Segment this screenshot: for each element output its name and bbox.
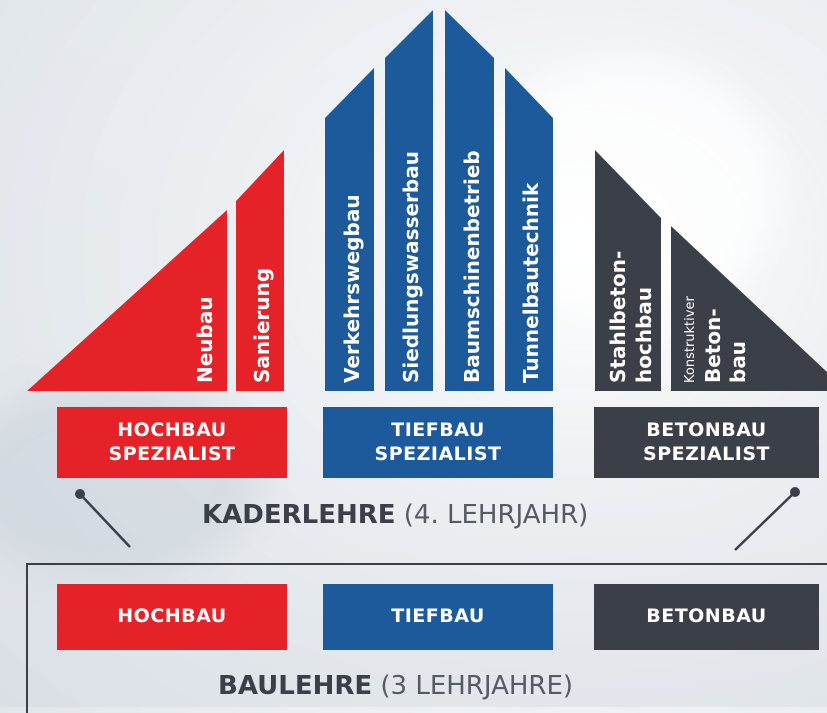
roof-segment-tunnelbautechnik	[505, 68, 553, 391]
label-bau: bau	[726, 341, 750, 383]
roof-segment-siedlungswasserbau	[385, 10, 433, 391]
baulehre-light: (3 LEHRJAHRE)	[372, 671, 574, 701]
label-siedlungswasserbau: Siedlungswasserbau	[399, 151, 423, 383]
box-tiefbau: TIEFBAU	[323, 584, 553, 650]
kaderlehre-heading: KADERLEHRE (4. LEHRJAHR)	[202, 500, 588, 530]
roof-segment-baumschinenbetrieb	[445, 10, 494, 391]
baulehre-frame	[26, 563, 827, 713]
box-hochbau-spezialist: HOCHBAU SPEZIALIST	[57, 407, 287, 478]
roof-segment-neubau	[27, 210, 227, 391]
label-stahlbeton: Stahlbeton-	[606, 251, 630, 383]
box-tiefbau-spezialist: TIEFBAU SPEZIALIST	[323, 407, 553, 478]
kaderlehre-strong: KADERLEHRE	[202, 500, 396, 530]
box-tiefbau-spezialist-line2: SPEZIALIST	[374, 442, 502, 465]
box-tiefbau-label: TIEFBAU	[391, 605, 485, 628]
label-beton: Beton-	[701, 308, 725, 383]
box-tiefbau-spezialist-line1: TIEFBAU	[391, 418, 485, 441]
box-betonbau-spezialist-line1: BETONBAU	[646, 418, 767, 441]
label-baumschinenbetrieb: Baumschinenbetrieb	[460, 150, 484, 383]
label-konstruktiver: Konstruktiver	[683, 296, 698, 383]
box-betonbau: BETONBAU	[594, 584, 819, 650]
box-betonbau-label: BETONBAU	[646, 605, 767, 628]
label-verkehrswegbau: Verkehrswegbau	[340, 194, 364, 383]
box-hochbau-label: HOCHBAU	[117, 605, 227, 628]
baulehre-heading: BAULEHRE (3 LEHRJAHRE)	[218, 671, 573, 701]
box-hochbau-spezialist-line1: HOCHBAU	[117, 418, 227, 441]
label-hochbau-small: hochbau	[632, 287, 656, 383]
roof-segment-verkehrswegbau	[325, 68, 374, 391]
box-hochbau-spezialist-line2: SPEZIALIST	[108, 442, 236, 465]
kaderlehre-light: (4. LEHRJAHR)	[395, 500, 589, 530]
box-betonbau-spezialist: BETONBAU SPEZIALIST	[594, 407, 819, 478]
label-sanierung: Sanierung	[250, 268, 274, 383]
label-neubau: Neubau	[193, 296, 217, 383]
baulehre-strong: BAULEHRE	[218, 671, 373, 701]
connector-right-dot	[790, 487, 800, 497]
box-betonbau-spezialist-line2: SPEZIALIST	[643, 442, 770, 465]
label-tunnelbautechnik: Tunnelbautechnik	[519, 182, 543, 383]
connector-left-dot	[75, 489, 85, 499]
roof-segment-stahlbetonhochbau	[595, 150, 661, 391]
roof-segment-konstruktiver-betonbau	[671, 226, 827, 391]
connector-left	[79, 493, 131, 548]
connector-right	[734, 491, 796, 551]
roof-segment-sanierung	[236, 150, 284, 391]
box-hochbau: HOCHBAU	[57, 584, 287, 650]
